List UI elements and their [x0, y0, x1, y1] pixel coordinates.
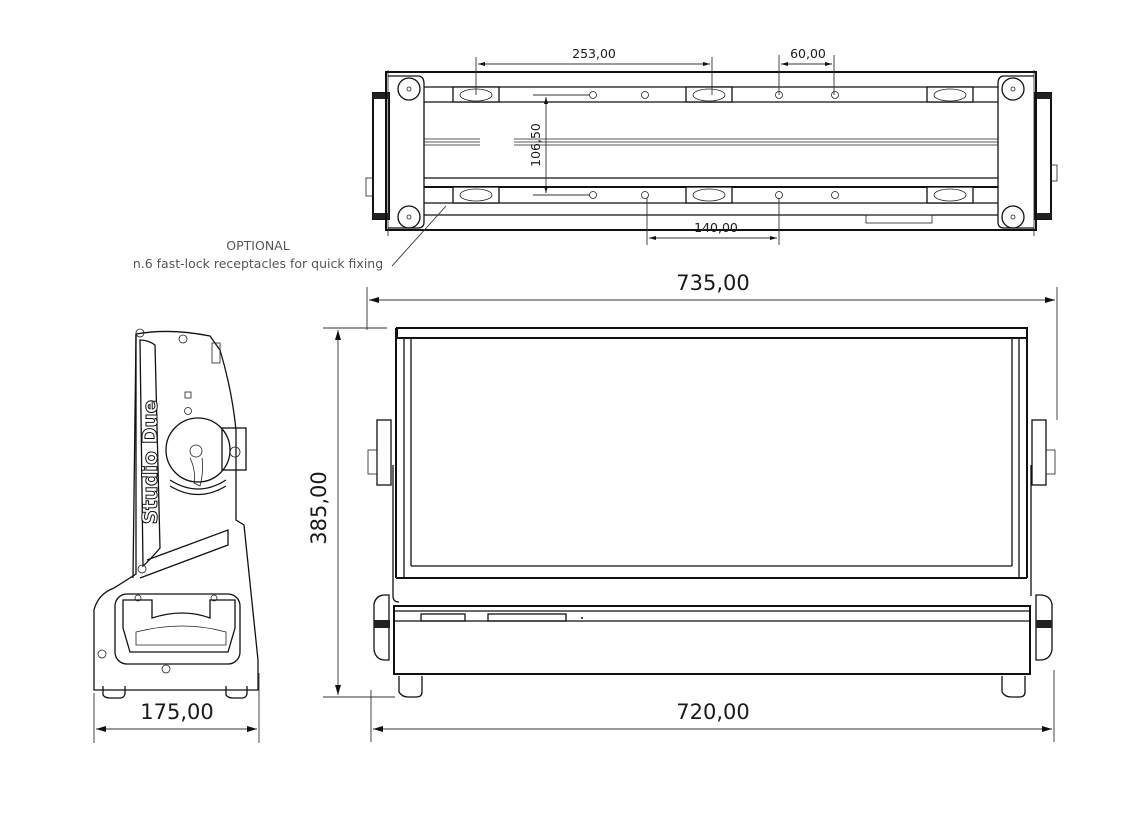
optional-note-title: OPTIONAL [226, 238, 289, 253]
top-view: 253,00 60,00 106,50 140,00 [365, 46, 1058, 267]
dim-140: 140,00 [694, 220, 738, 235]
dim-60: 60,00 [790, 46, 826, 61]
front-view [323, 287, 1058, 742]
dim-735: 735,00 [676, 271, 749, 295]
side-view [93, 328, 260, 743]
dim-175: 175,00 [140, 700, 213, 724]
optional-note-text: n.6 fast-lock receptacles for quick fixi… [133, 256, 383, 271]
dim-253: 253,00 [572, 46, 616, 61]
dim-106-5: 106,50 [528, 123, 543, 167]
brand-label: Studio Due [138, 400, 162, 524]
dim-720: 720,00 [676, 700, 749, 724]
dim-385: 385,00 [307, 471, 331, 544]
